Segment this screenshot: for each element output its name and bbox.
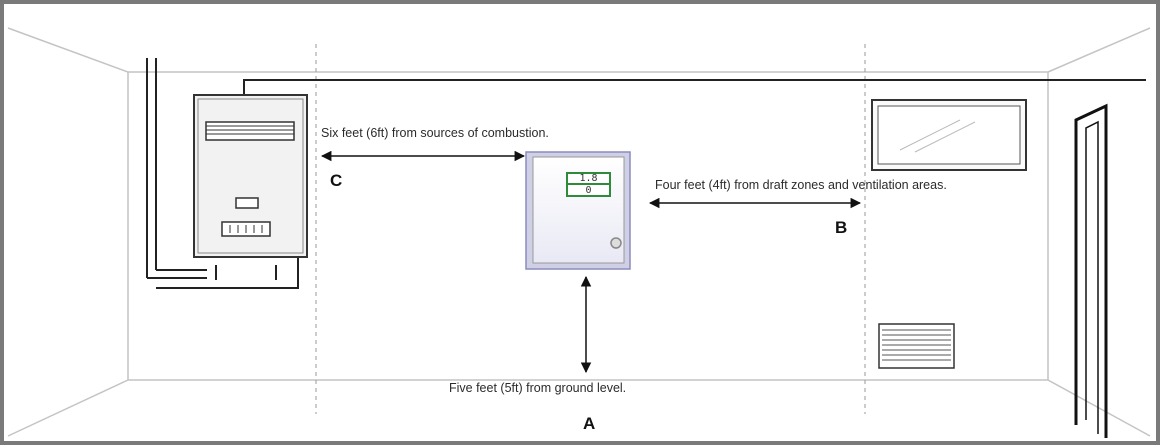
window	[871, 99, 1027, 171]
door	[1074, 103, 1108, 438]
draft-distance-label: Four feet (4ft) from draft zones and ven…	[655, 178, 947, 192]
water-heater-grill	[205, 121, 295, 141]
ground-distance-label: Five feet (5ft) from ground level.	[449, 381, 627, 395]
water-heater	[193, 94, 308, 258]
room-outline	[7, 27, 1151, 437]
marker-b: B	[835, 218, 848, 237]
flue-pipe	[243, 79, 1146, 95]
panel-reading-bottom: 0	[585, 185, 592, 196]
combustion-distance-label: Six feet (6ft) from sources of combustio…	[321, 126, 549, 140]
marker-a: A	[583, 414, 596, 433]
dashed-guides	[315, 44, 866, 414]
panel-reading-top: 1.8	[579, 173, 598, 184]
control-panel	[525, 151, 631, 270]
water-heater-switch	[235, 197, 259, 209]
control-panel-knob	[610, 237, 622, 249]
wall-vent	[878, 323, 955, 369]
marker-c: C	[330, 171, 343, 190]
distance-arrows	[320, 150, 862, 374]
vertical-pipes	[146, 58, 299, 289]
